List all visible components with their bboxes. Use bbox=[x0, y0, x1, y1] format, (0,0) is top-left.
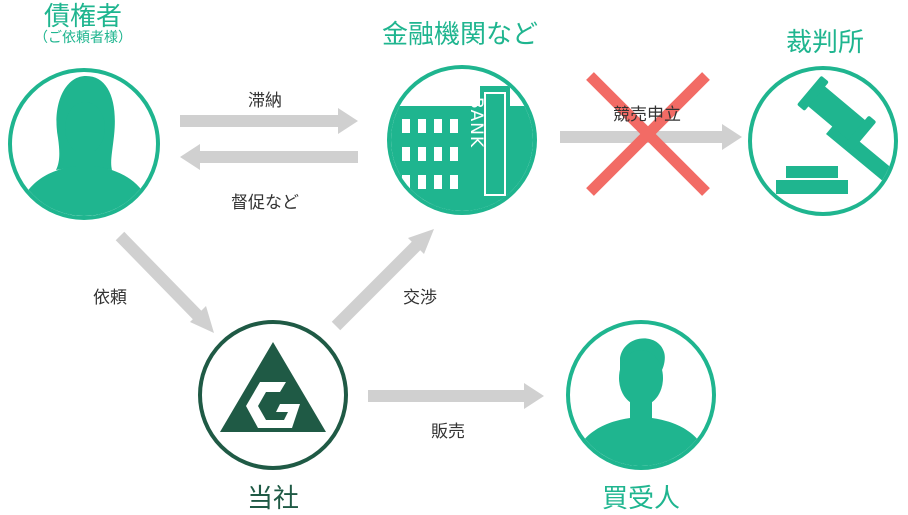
label-demand: 督促など bbox=[231, 193, 299, 213]
company-title: 当社 bbox=[246, 484, 299, 514]
bank-building-icon bbox=[387, 65, 537, 215]
debtor-subtitle: （ご依頼者様） bbox=[34, 30, 132, 46]
buyer-title: 買受人 bbox=[601, 484, 680, 514]
company-logo-icon bbox=[198, 320, 348, 470]
arrow-arrears bbox=[180, 108, 358, 134]
arrow-request bbox=[115, 231, 214, 333]
court-title: 裁判所 bbox=[785, 28, 864, 58]
label-sale: 販売 bbox=[431, 422, 465, 442]
cross-mark bbox=[586, 72, 710, 196]
arrow-demand bbox=[180, 144, 358, 170]
bank-sign-text: BANK bbox=[466, 97, 486, 149]
person-male-icon bbox=[566, 320, 716, 470]
label-request: 依頼 bbox=[93, 288, 127, 308]
label-negotiation: 交渉 bbox=[403, 288, 437, 308]
label-arrears: 滞納 bbox=[248, 91, 282, 111]
arrow-negotiation bbox=[331, 229, 434, 331]
gavel-icon bbox=[748, 66, 898, 216]
label-auction: 競売申立 bbox=[613, 105, 681, 125]
person-female-icon bbox=[8, 68, 160, 220]
arrow-sale bbox=[368, 383, 544, 409]
bank-title: 金融機関など bbox=[381, 20, 538, 50]
debtor-title: 債権者 bbox=[43, 2, 122, 32]
